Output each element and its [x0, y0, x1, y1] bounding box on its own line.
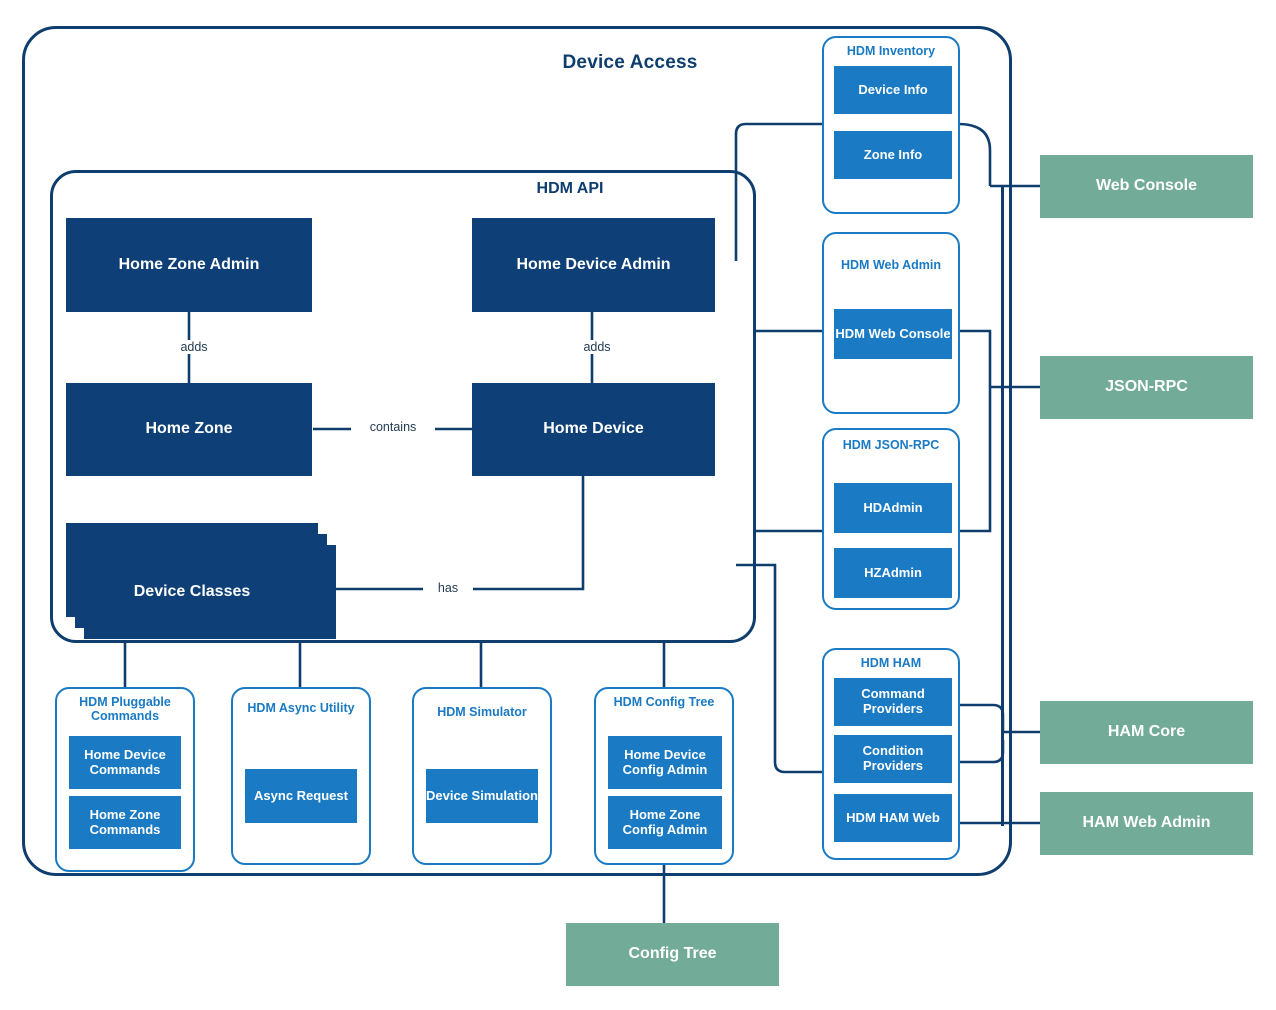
edge-label-contains: contains — [351, 420, 435, 434]
module-hdm-inventory[interactable]: HDM Inventory Device Info Zone Info — [822, 36, 960, 214]
module-title: HDM Simulator — [437, 705, 527, 719]
item-device-simulation[interactable]: Device Simulation — [426, 769, 538, 823]
module-title: HDM Pluggable Commands — [79, 695, 171, 724]
device-access-container — [22, 26, 1012, 876]
item-home-device-config-admin[interactable]: Home Device Config Admin — [608, 736, 722, 789]
item-hdm-web-console[interactable]: HDM Web Console — [834, 309, 952, 359]
entity-home-zone[interactable]: Home Zone — [66, 383, 312, 476]
item-home-zone-commands[interactable]: Home Zone Commands — [69, 796, 181, 849]
module-title: HDM HAM — [860, 656, 922, 670]
module-title: HDM Config Tree — [613, 695, 715, 709]
item-hdm-ham-web[interactable]: HDM HAM Web — [834, 794, 952, 842]
external-json-rpc[interactable]: JSON-RPC — [1040, 356, 1253, 419]
right-bus-line — [1001, 186, 1004, 826]
external-ham-web-admin[interactable]: HAM Web Admin — [1040, 792, 1253, 855]
module-title: HDM JSON-RPC — [842, 438, 940, 452]
module-title: HDM Async Utility — [247, 701, 355, 715]
hdm-api-container — [50, 170, 756, 643]
item-home-device-commands[interactable]: Home Device Commands — [69, 736, 181, 789]
external-ham-core[interactable]: HAM Core — [1040, 701, 1253, 764]
module-hdm-json-rpc[interactable]: HDM JSON-RPC HDAdmin HZAdmin — [822, 428, 960, 610]
item-hdadmin[interactable]: HDAdmin — [834, 483, 952, 533]
module-hdm-web-admin[interactable]: HDM Web Admin HDM Web Console — [822, 232, 960, 414]
module-title: HDM Web Admin — [841, 258, 941, 272]
item-home-zone-config-admin[interactable]: Home Zone Config Admin — [608, 796, 722, 849]
edge-label-adds-zone: adds — [162, 340, 226, 354]
module-hdm-pluggable-commands[interactable]: HDM Pluggable Commands Home Device Comma… — [55, 687, 195, 872]
external-web-console[interactable]: Web Console — [1040, 155, 1253, 218]
module-hdm-simulator[interactable]: HDM Simulator Device Simulation — [412, 687, 552, 865]
item-command-providers[interactable]: Command Providers — [834, 678, 952, 726]
module-hdm-config-tree[interactable]: HDM Config Tree Home Device Config Admin… — [594, 687, 734, 865]
item-condition-providers[interactable]: Condition Providers — [834, 735, 952, 783]
entity-home-zone-admin[interactable]: Home Zone Admin — [66, 218, 312, 312]
edge-label-adds-device: adds — [565, 340, 629, 354]
edge-label-has: has — [423, 581, 473, 595]
entity-device-classes[interactable]: Device Classes — [66, 523, 336, 639]
item-hzadmin[interactable]: HZAdmin — [834, 548, 952, 598]
module-hdm-async-utility[interactable]: HDM Async Utility Async Request — [231, 687, 371, 865]
external-config-tree[interactable]: Config Tree — [566, 923, 779, 986]
module-hdm-ham[interactable]: HDM HAM Command Providers Condition Prov… — [822, 648, 960, 860]
page-title: Device Access — [562, 52, 698, 73]
module-title: HDM Inventory — [846, 44, 936, 58]
item-async-request[interactable]: Async Request — [245, 769, 357, 823]
hdm-api-title: HDM API — [536, 180, 604, 197]
item-device-info[interactable]: Device Info — [834, 66, 952, 114]
entity-home-device[interactable]: Home Device — [472, 383, 715, 476]
item-zone-info[interactable]: Zone Info — [834, 131, 952, 179]
entity-home-device-admin[interactable]: Home Device Admin — [472, 218, 715, 312]
device-classes-label: Device Classes — [133, 583, 251, 600]
